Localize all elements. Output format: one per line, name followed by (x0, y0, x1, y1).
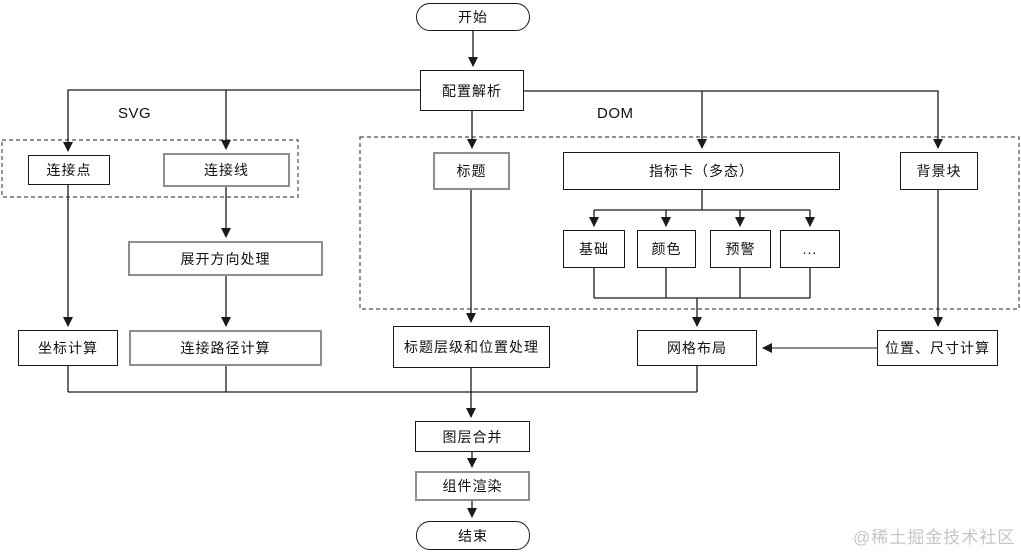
node-background-block: 背景块 (900, 152, 978, 190)
node-variant-warning: 预警 (710, 230, 771, 268)
node-title: 标题 (433, 152, 510, 190)
node-variant-more: ... (780, 230, 840, 268)
node-title-level-pos: 标题层级和位置处理 (393, 326, 550, 368)
watermark: @稀土掘金技术社区 (853, 528, 1016, 547)
svg-group-box (1, 139, 299, 198)
node-component-render: 组件渲染 (415, 471, 530, 501)
node-pos-size-calc: 位置、尺寸计算 (877, 330, 998, 366)
node-coord-calc: 坐标计算 (18, 330, 118, 366)
node-grid-layout: 网格布局 (637, 330, 757, 366)
node-config-parse: 配置解析 (420, 70, 524, 111)
node-variant-color: 颜色 (637, 230, 696, 268)
svg-group-label: SVG (118, 105, 152, 122)
node-layer-merge: 图层合并 (415, 421, 530, 452)
dom-group-box (359, 136, 1020, 310)
node-indicator-card: 指标卡（多态） (563, 152, 840, 190)
node-connect-path-calc: 连接路径计算 (129, 330, 322, 366)
node-expand-direction: 展开方向处理 (128, 241, 323, 276)
dom-group-label: DOM (597, 105, 634, 122)
node-connect-point: 连接点 (28, 155, 110, 185)
node-variant-basic: 基础 (563, 230, 625, 268)
node-start: 开始 (416, 3, 530, 31)
node-end: 结束 (416, 521, 530, 550)
node-connect-line: 连接线 (163, 153, 290, 187)
